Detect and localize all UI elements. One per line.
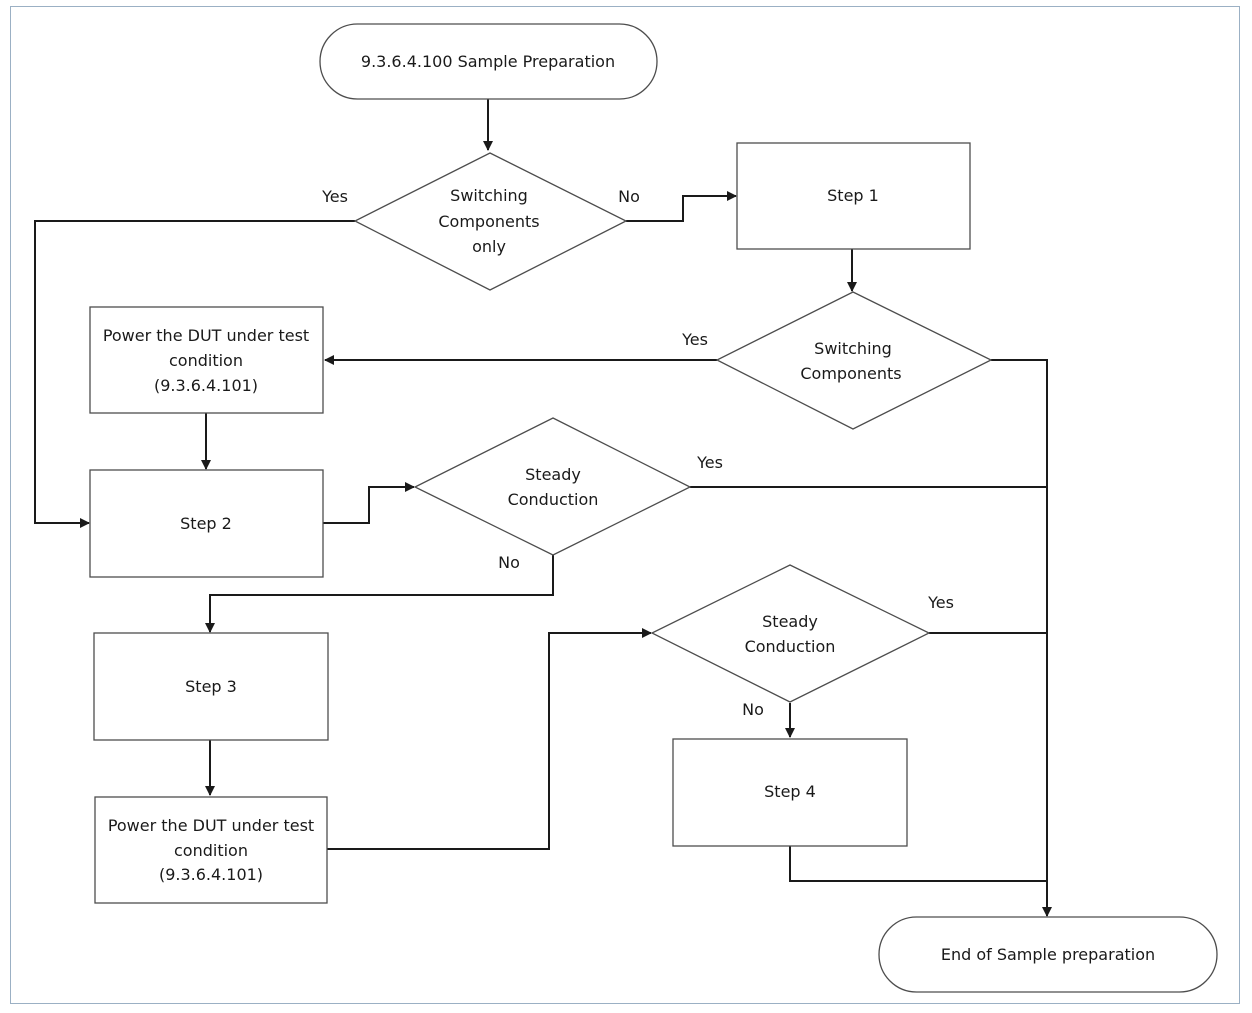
decision-switching-components-only: Switching Components only — [353, 152, 628, 291]
d1-line-2: Components — [438, 212, 539, 231]
edge-step2-to-d3 — [323, 482, 415, 524]
d3-line-2: Conduction — [508, 490, 599, 509]
decision-steady-conduction-1: Steady Conduction — [413, 417, 692, 556]
step-3-label: Step 3 — [185, 677, 237, 696]
power2-line-3: (9.3.6.4.101) — [159, 865, 263, 884]
edge-d2-no-to-end — [991, 359, 1052, 917]
d4-yes-label: Yes — [927, 593, 954, 612]
d1-line-1: Switching — [450, 186, 528, 205]
d3-yes-label: Yes — [696, 453, 723, 472]
d2-line-2: Components — [800, 364, 901, 383]
power2-line-2: condition — [174, 841, 248, 860]
decision-steady-conduction-2: Steady Conduction — [650, 564, 931, 703]
edge-d1-no-to-step1 — [626, 191, 737, 222]
step-2-label: Step 2 — [180, 514, 232, 533]
d1-line-3: only — [472, 237, 506, 256]
power2-line-1: Power the DUT under test — [108, 816, 314, 835]
d2-yes-label: Yes — [681, 330, 708, 349]
end-terminator: End of Sample preparation — [878, 916, 1218, 993]
power1-line-2: condition — [169, 351, 243, 370]
decision-switching-components: Switching Components — [715, 291, 993, 430]
start-label: 9.3.6.4.100 Sample Preparation — [361, 52, 615, 71]
d1-no-label: No — [618, 187, 640, 206]
d1-yes-label: Yes — [321, 187, 348, 206]
power1-line-1: Power the DUT under test — [103, 326, 309, 345]
step-1-box: Step 1 — [736, 142, 971, 250]
start-terminator: 9.3.6.4.100 Sample Preparation — [319, 23, 658, 100]
d3-no-label: No — [498, 553, 520, 572]
d4-line-2: Conduction — [745, 637, 836, 656]
d4-no-label: No — [742, 700, 764, 719]
step-4-box: Step 4 — [672, 738, 908, 847]
step-4-label: Step 4 — [764, 782, 816, 801]
step-1-label: Step 1 — [827, 186, 879, 205]
power-dut-box-1: Power the DUT under test condition (9.3.… — [89, 306, 324, 414]
d3-line-1: Steady — [525, 465, 581, 484]
edge-d1-yes-to-step2 — [34, 220, 355, 528]
edge-power2-to-d4 — [327, 628, 652, 850]
power1-line-3: (9.3.6.4.101) — [154, 376, 258, 395]
power-dut-box-2: Power the DUT under test condition (9.3.… — [94, 796, 328, 904]
d4-line-1: Steady — [762, 612, 818, 631]
edge-labels: Yes No Yes Yes No Yes No — [321, 187, 954, 719]
step-3-box: Step 3 — [93, 632, 329, 741]
edge-step4-to-end — [789, 846, 1047, 882]
edge-d3-no-to-step3 — [205, 555, 554, 633]
connectors — [34, 99, 1052, 917]
end-label: End of Sample preparation — [941, 945, 1155, 964]
d2-line-1: Switching — [814, 339, 892, 358]
step-2-box: Step 2 — [89, 469, 324, 578]
